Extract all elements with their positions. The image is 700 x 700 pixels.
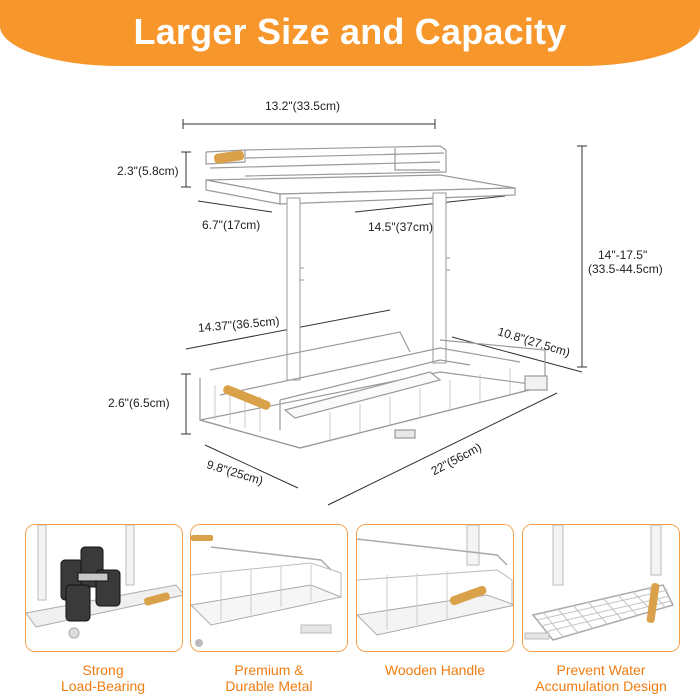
dim-top-width: 13.2"(33.5cm) (265, 99, 340, 113)
feature-card-water-drainage (522, 524, 680, 652)
caption-load-bearing: Strong Load-Bearing (60, 662, 146, 694)
dim-top-inner: 6.7"(17cm) (202, 218, 261, 232)
top-wooden-handle (213, 150, 245, 164)
feature-card-load-bearing (25, 524, 183, 652)
upper-shelf (205, 145, 516, 205)
product-dimension-diagram: 13.2"(33.5cm) 2.3"(5.8cm) 6.7"(17cm) 14.… (0, 66, 700, 516)
bottom-wooden-handle (223, 385, 271, 410)
wire-mesh-icon (523, 525, 679, 651)
dumbbell-icon (26, 525, 182, 651)
dim-bottom-height: 2.6"(6.5cm) (108, 396, 170, 410)
lower-basket (199, 331, 548, 449)
dim-top-height: 2.3"(5.8cm) (117, 164, 179, 178)
caption-wooden-handle: Wooden Handle (384, 662, 486, 678)
caption-durable-metal: Premium & Durable Metal (225, 662, 313, 694)
dim-total-height-cm: (33.5-44.5cm) (588, 262, 663, 276)
feature-card-durable-metal (190, 524, 348, 652)
feature-row: Strong Load-Bearing Premium & Durable Me… (0, 524, 700, 700)
feature-card-wooden-handle (356, 524, 514, 652)
metal-basket-icon (191, 525, 347, 651)
dim-top-depth: 14.5"(37cm) (368, 220, 433, 234)
support-posts (286, 192, 450, 381)
organizer-illustration (181, 119, 587, 506)
dimension-lines (181, 119, 587, 506)
caption-water-drainage: Prevent Water Accumulation Design (535, 662, 667, 694)
banner-title: Larger Size and Capacity (133, 11, 567, 52)
dim-total-height: 14"-17.5" (598, 248, 648, 262)
title-banner: Larger Size and Capacity (0, 0, 700, 66)
wooden-handle-icon (357, 525, 513, 651)
